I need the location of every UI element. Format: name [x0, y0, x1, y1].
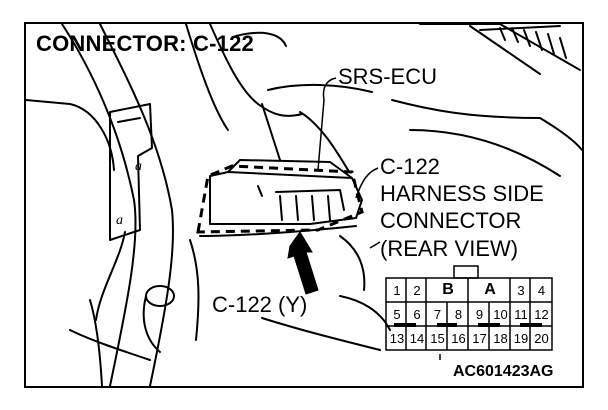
- shorting-bars: [394, 323, 542, 327]
- pin-label: 1: [393, 283, 401, 298]
- pin-label: 15: [430, 331, 445, 346]
- leader-lines: [317, 77, 381, 249]
- pin-label: 3: [517, 283, 525, 298]
- pin-label: 19: [513, 331, 529, 346]
- ecu-label: SRS-ECU: [338, 64, 438, 89]
- pin-label: 12: [534, 307, 549, 322]
- harness-side-label-line3: CONNECTOR: [380, 208, 522, 233]
- harness-side-label-line4: (REAR VIEW): [380, 236, 519, 261]
- connector-pin-grid: 1 2 B A 3 4 5 6 7 8 9 10 11 12 13 14 15 …: [387, 278, 550, 350]
- pin-label: 9: [475, 307, 484, 322]
- pin-label: 16: [451, 331, 466, 346]
- figure-border: [24, 22, 584, 388]
- pin-label: 4: [537, 283, 546, 298]
- pin-label: 5: [393, 307, 401, 322]
- ecu-dashed-outline: [196, 164, 364, 234]
- bracket-mark: a: [116, 213, 123, 228]
- pin-label: 6: [413, 307, 421, 322]
- pin-label: 8: [454, 307, 463, 322]
- harness-side-label-line2: HARNESS SIDE: [380, 181, 544, 206]
- arrow-icon: [287, 231, 319, 295]
- connector-title: CONNECTOR: C-122: [36, 31, 254, 56]
- pin-label: 14: [409, 331, 425, 346]
- vehicle-panel-drawing: a a: [25, 23, 583, 387]
- pin-label: 18: [493, 331, 508, 346]
- pin-label: 20: [534, 331, 549, 346]
- harness-side-label-line1: C-122: [380, 154, 440, 179]
- pin-label: 17: [472, 331, 487, 346]
- pin-label: 2: [413, 283, 421, 298]
- pin-label: 13: [389, 331, 405, 346]
- pin-label: 11: [514, 307, 528, 322]
- bracket-mark: a: [135, 159, 142, 174]
- figure-code: AC601423AG: [453, 363, 554, 380]
- connector-color-label: C-122 (Y): [212, 292, 308, 317]
- pin-label: 7: [433, 307, 442, 322]
- pin-label: A: [484, 281, 496, 298]
- pin-label: 10: [493, 307, 508, 322]
- pin-label: B: [442, 281, 454, 298]
